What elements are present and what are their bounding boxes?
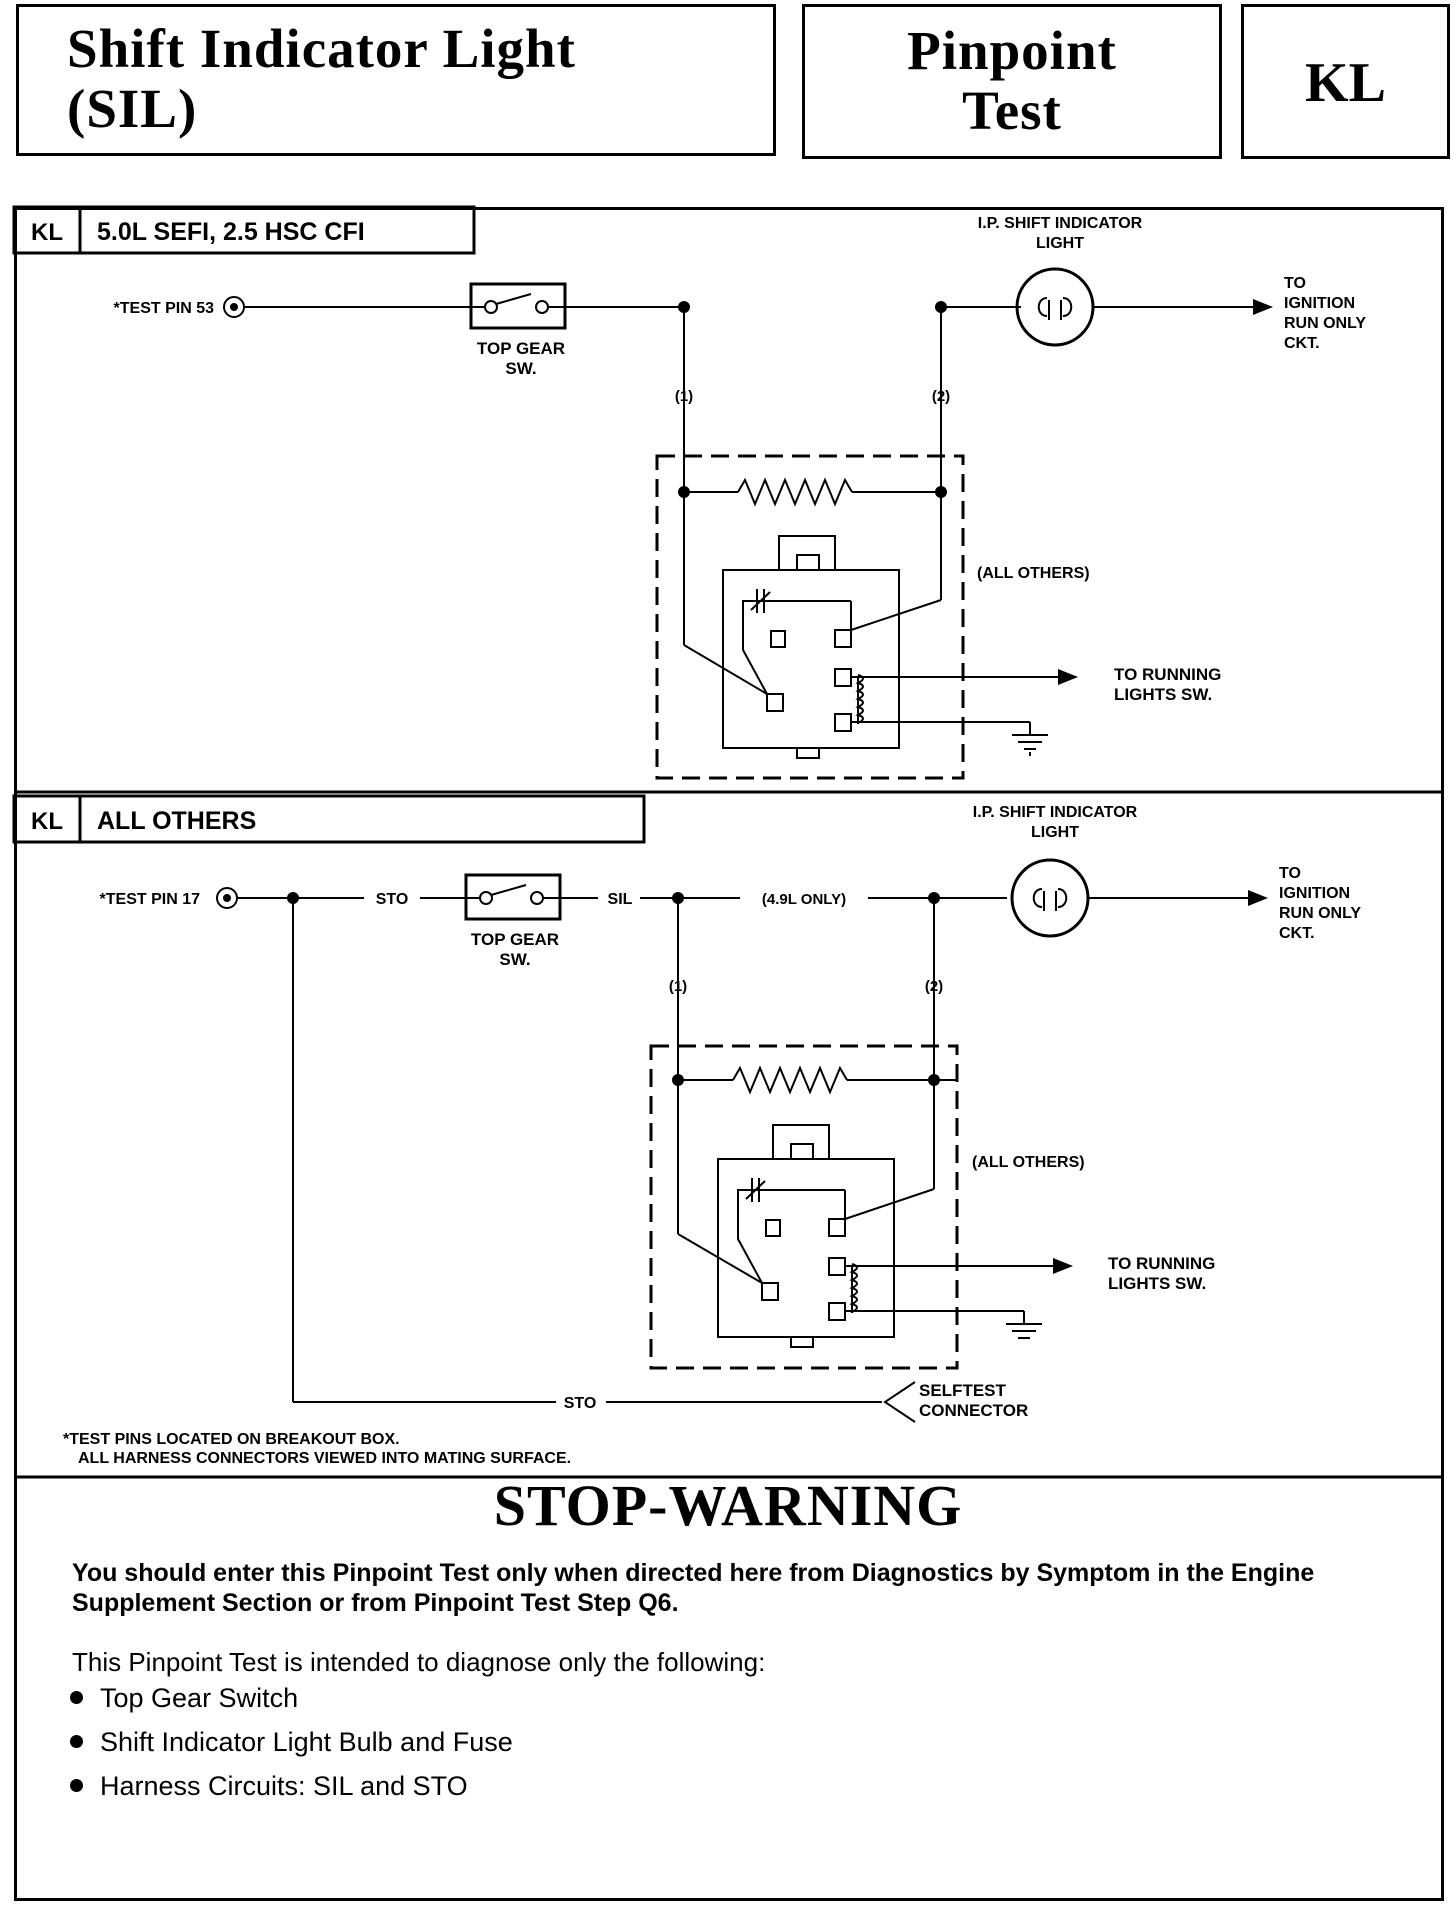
list-item: Top Gear Switch [66,1676,513,1720]
pin-1-label: (1) [675,388,693,405]
diagnose-list: Top Gear Switch Shift Indicator Light Bu… [66,1676,513,1808]
test-pin-label: *TEST PIN 17 [100,891,201,908]
pin-2-label: (2) [932,388,950,405]
switch-label: TOP GEAR [477,339,565,358]
ignition-label: RUN ONLY [1284,315,1366,332]
diagram-1: KL 5.0L SEFI, 2.5 HSC CFI *TEST PIN 53 T… [12,205,1366,780]
list-item: Shift Indicator Light Bulb and Fuse [66,1720,513,1764]
all-others-label: (ALL OTHERS) [977,565,1090,582]
title-line-2: (SIL) [67,78,198,139]
sil-label: SIL [608,891,633,908]
bullet-icon [70,1735,83,1748]
pin-2-label: (2) [925,978,943,995]
running-lights-label: TO RUNNING [1108,1254,1215,1273]
running-lights-label: TO RUNNING [1114,665,1221,684]
footnote: ALL HARNESS CONNECTORS VIEWED INTO MATIN… [78,1450,571,1467]
list-item-label: Top Gear Switch [100,1683,299,1713]
selftest-connector-label: SELFTEST [919,1381,1007,1400]
diagnose-intro: This Pinpoint Test is intended to diagno… [72,1647,766,1677]
running-lights-label: LIGHTS SW. [1114,685,1212,704]
diagram-2-title-box [12,794,646,844]
title-line-1: Shift Indicator Light [67,18,576,79]
title-box: Shift Indicator Light (SIL) [16,4,776,156]
page-title: Shift Indicator Light (SIL) [67,19,576,139]
ignition-label: IGNITION [1279,885,1350,902]
light-label: LIGHT [1031,824,1079,841]
diagram-1-title-box [12,205,476,255]
shift-indicator-bulb-icon [1015,267,1095,347]
sto-label: STO [376,891,409,908]
all-others-label: (ALL OTHERS) [972,1154,1085,1171]
list-item-label: Harness Circuits: SIL and STO [100,1771,468,1801]
light-label: I.P. SHIFT INDICATOR [973,804,1138,821]
stop-warning-text: You should enter this Pinpoint Test only… [72,1559,1315,1617]
light-label: I.P. SHIFT INDICATOR [978,215,1143,232]
stop-warning-title: STOP-WARNING [493,1473,963,1538]
ignition-label: CKT. [1279,925,1315,942]
bullet-icon [70,1779,83,1792]
content-frame [14,207,1444,1901]
shift-indicator-bulb-icon [1010,858,1090,938]
ignition-label: TO [1279,865,1301,882]
shift-module-outline [649,1044,959,1370]
note-4-9l: (4.9L ONLY) [762,891,846,908]
test-code-box: KL [1241,4,1450,159]
ignition-label: CKT. [1284,335,1320,352]
diagram-1-code: KL [31,219,63,246]
switch-label: SW. [499,950,530,969]
list-item-label: Shift Indicator Light Bulb and Fuse [100,1727,513,1757]
list-item: Harness Circuits: SIL and STO [66,1764,513,1808]
shift-module-outline [655,454,965,780]
switch-label: SW. [505,359,536,378]
bullet-icon [70,1691,83,1704]
light-label: LIGHT [1036,235,1084,252]
ignition-label: RUN ONLY [1279,905,1361,922]
diagram-2-title: ALL OTHERS [97,807,256,835]
diagram-2-code: KL [31,808,63,835]
pin-1-label: (1) [669,978,687,995]
test-line-1: Pinpoint [907,20,1117,81]
diagram-1-title: 5.0L SEFI, 2.5 HSC CFI [97,218,365,246]
test-type-box: Pinpoint Test [802,4,1222,159]
test-code: KL [1305,52,1386,114]
test-pin-label: *TEST PIN 53 [114,300,215,317]
selftest-connector-label: CONNECTOR [919,1401,1028,1420]
diagram-2: KL ALL OTHERS *TEST PIN 17 STO SIL (4.9L… [12,794,1361,1423]
footnote: *TEST PINS LOCATED ON BREAKOUT BOX. [63,1431,400,1448]
test-line-2: Test [962,80,1062,141]
switch-label: TOP GEAR [471,930,559,949]
running-lights-label: LIGHTS SW. [1108,1274,1206,1293]
ignition-label: IGNITION [1284,295,1355,312]
sto-label: STO [564,1395,597,1412]
ignition-label: TO [1284,275,1306,292]
